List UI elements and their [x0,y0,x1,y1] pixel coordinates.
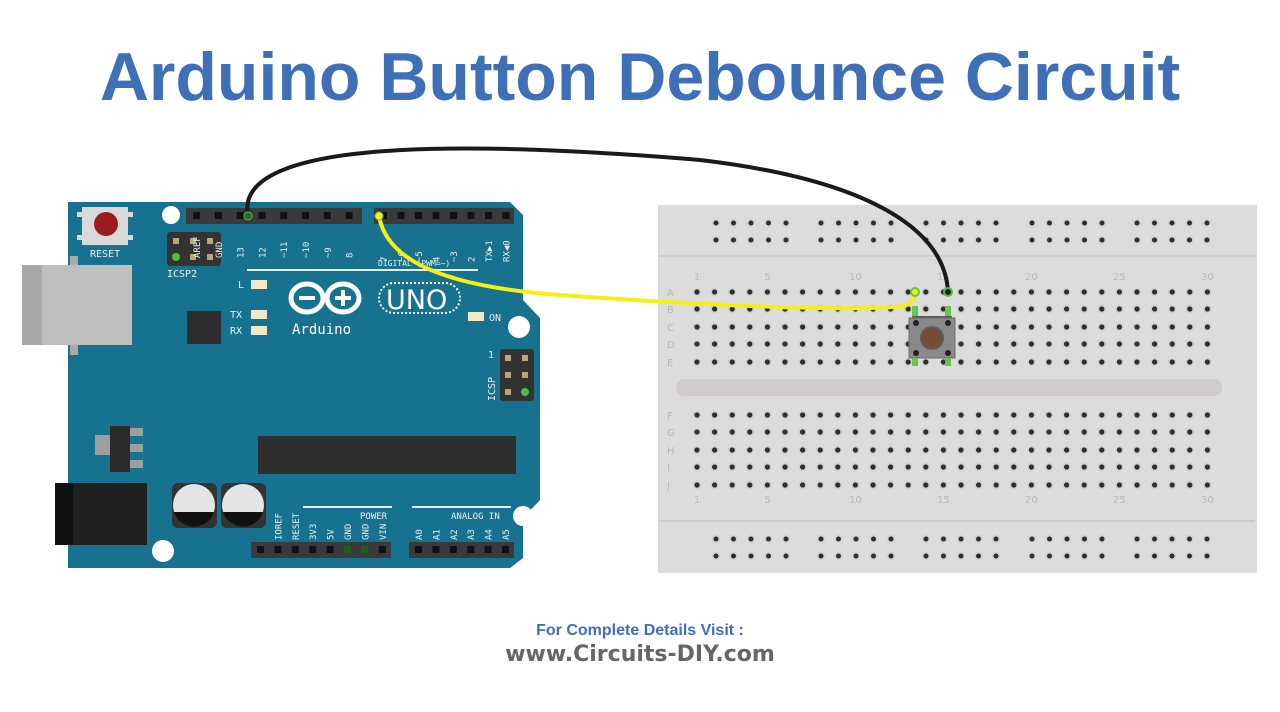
board-name: UNO [386,285,447,316]
svg-text:H: H [667,446,675,457]
arduino-logo-icon [288,281,362,315]
svg-text:15: 15 [937,272,950,283]
svg-text:A4: A4 [485,529,495,540]
svg-text:25: 25 [1113,495,1126,506]
svg-text:A0: A0 [415,529,425,540]
led-rx [251,326,267,335]
svg-text:GND: GND [361,524,371,540]
svg-text:A2: A2 [450,529,460,540]
svg-text:A1: A1 [432,529,442,540]
svg-text:13: 13 [237,247,247,258]
svg-text:10: 10 [849,495,862,506]
svg-text:RESET: RESET [292,512,302,540]
svg-text:15: 15 [937,495,950,506]
svg-text:F: F [667,411,673,422]
led-on [468,312,484,321]
svg-text:~6: ~6 [398,251,408,262]
svg-text:12: 12 [258,247,268,258]
svg-text:B: B [667,305,674,316]
atmega-chip [258,436,516,474]
svg-text:~5: ~5 [415,251,425,262]
svg-text:AREF: AREF [193,236,203,258]
svg-text:~3: ~3 [450,251,460,262]
svg-text:~9: ~9 [324,247,334,258]
svg-text:E: E [667,358,673,369]
svg-text:GND: GND [215,242,225,258]
digital-header-left [186,208,362,224]
svg-text:D: D [667,340,675,351]
capacitor [221,483,266,528]
svg-text:~10: ~10 [302,242,312,258]
svg-text:30: 30 [1201,272,1214,283]
svg-text:10: 10 [849,272,862,283]
svg-text:7: 7 [380,257,390,262]
icsp-label: ICSP [487,377,498,401]
led-rx-label: RX [230,326,242,337]
led-tx-label: TX [230,310,242,321]
power-label: POWER [360,512,388,522]
svg-text:4: 4 [433,257,443,262]
arduino-brand: Arduino [292,322,351,338]
svg-text:25: 25 [1113,272,1126,283]
icsp2-label: ICSP2 [167,269,197,280]
page-title: Arduino Button Debounce Circuit [99,39,1181,115]
svg-text:GND: GND [344,524,354,540]
usb-chip [187,311,221,344]
led-l [251,280,267,289]
svg-text:8: 8 [346,253,356,258]
reset-label: RESET [90,249,120,260]
wire-yellow-pin7[interactable] [377,214,918,311]
svg-text:1: 1 [694,272,700,283]
svg-text:A: A [667,288,674,299]
svg-text:VIN: VIN [379,524,389,540]
svg-text:1: 1 [694,495,700,506]
svg-text:3V3: 3V3 [309,524,319,540]
capacitor [172,483,217,528]
analog-header [409,542,514,558]
reset-button[interactable] [77,207,133,245]
led-tx [251,310,267,319]
svg-text:I: I [667,463,670,474]
svg-text:20: 20 [1025,272,1038,283]
svg-text:30: 30 [1201,495,1214,506]
led-l-label: L [238,280,244,291]
digital-header-right [374,208,514,224]
svg-text:A5: A5 [502,529,512,540]
svg-text:5: 5 [764,495,770,506]
svg-text:2: 2 [468,257,478,262]
analog-label: ANALOG IN [451,512,500,522]
svg-text:20: 20 [1025,495,1038,506]
footer-website-link[interactable]: www.Circuits-DIY.com [505,642,775,667]
svg-text:TX▶1: TX▶1 [485,240,495,262]
svg-text:G: G [667,428,675,439]
svg-text:~11: ~11 [280,242,290,258]
svg-text:5: 5 [764,272,770,283]
push-button[interactable] [908,306,956,366]
wire-black-gnd[interactable] [245,146,950,294]
svg-text:A3: A3 [467,529,477,540]
power-header [251,542,391,558]
svg-text:J: J [666,481,670,492]
svg-text:RX◀0: RX◀0 [503,240,513,262]
svg-text:C: C [667,323,674,334]
led-on-label: ON [489,313,501,324]
footer-caption: For Complete Details Visit : [536,622,744,639]
svg-text:IOREF: IOREF [274,513,284,540]
svg-text:5V: 5V [327,529,337,540]
icsp-pin1-label: 1 [488,350,494,361]
